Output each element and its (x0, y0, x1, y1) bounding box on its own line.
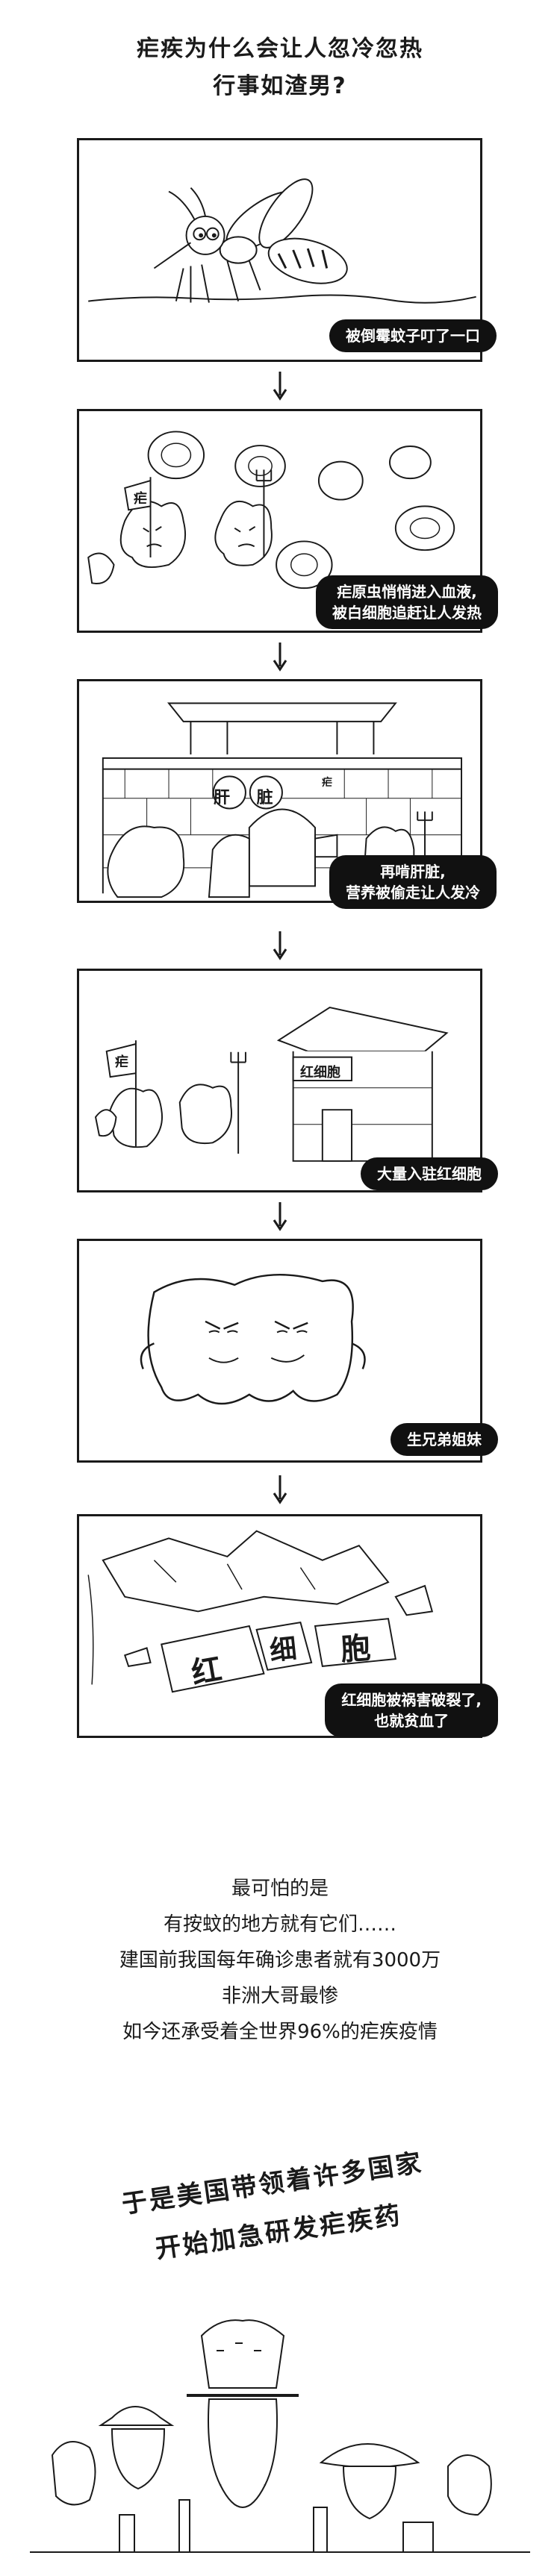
title-line-1: 疟疾为什么会让人忽冷忽热 (137, 36, 423, 62)
caption-panel-2: 疟原虫悄悄进入血液, 被白细胞追赶让人发热 (316, 575, 498, 629)
body-line-3: 建国前我国每年确诊患者就有3000万 (119, 1949, 441, 1972)
caption-panel-4: 大量入驻红细胞 (361, 1157, 498, 1190)
panel-2-blood: 疟 疟原虫悄悄进入血液, 被白细胞追赶让人发热 (77, 409, 498, 633)
body-line-4: 非洲大哥最惨 (221, 1985, 338, 2007)
panel-1-mosquito: 被倒霉蚊子叮了一口 (77, 138, 497, 362)
caption-panel-1: 被倒霉蚊子叮了一口 (329, 319, 497, 352)
arrow-down-icon (273, 931, 287, 960)
caption-panel-6: 红细胞被祸害破裂了, 也就贫血了 (325, 1684, 498, 1737)
rbc-house-illustration (94, 1006, 449, 1162)
arrow-down-icon (273, 1202, 287, 1231)
rbc-sign-label: 红细胞 (300, 1065, 340, 1081)
body-line-2: 有按蚊的地方就有它们…… (163, 1913, 396, 1936)
body-line-5: 如今还承受着全世界96%的疟疾疫情 (122, 2021, 438, 2043)
panel-3-liver: 肝 脏 疟 再啃肝脏, 营养被偷走让人发冷 (77, 679, 497, 909)
mosquito-illustration (88, 178, 476, 304)
broken-char-3: 胞 (339, 1631, 372, 1668)
siblings-illustration (140, 1273, 366, 1405)
arrow-down-icon (273, 1475, 287, 1504)
panel-4-rbc-house: 疟 红细胞 大量入驻红细胞 (77, 969, 498, 1192)
panel-5-siblings: 生兄弟姐妹 (77, 1239, 498, 1463)
caption-panel-3: 再啃肝脏, 营养被偷走让人发冷 (329, 855, 497, 909)
liver-sign-label: 肝 脏 (214, 789, 284, 807)
scientists-illustration (30, 2306, 530, 2560)
body-line-1: 最可怕的是 (231, 1878, 329, 1900)
panel-6-broken-rbc: 红 细 胞 红细胞被祸害破裂了, 也就贫血了 (77, 1514, 498, 1738)
caption-panel-5: 生兄弟姐妹 (391, 1423, 498, 1456)
broken-rbc-illustration (87, 1530, 434, 1693)
arrow-down-icon (273, 643, 287, 672)
flag-label: 疟 (322, 777, 332, 789)
arrow-down-icon (273, 372, 287, 401)
flag-label: 疟 (115, 1054, 128, 1070)
title-line-2: 行事如渣男? (213, 73, 347, 99)
parasites-blood-illustration (87, 431, 455, 610)
broken-char-2: 细 (268, 1634, 299, 1667)
flag-label: 疟 (134, 491, 147, 507)
